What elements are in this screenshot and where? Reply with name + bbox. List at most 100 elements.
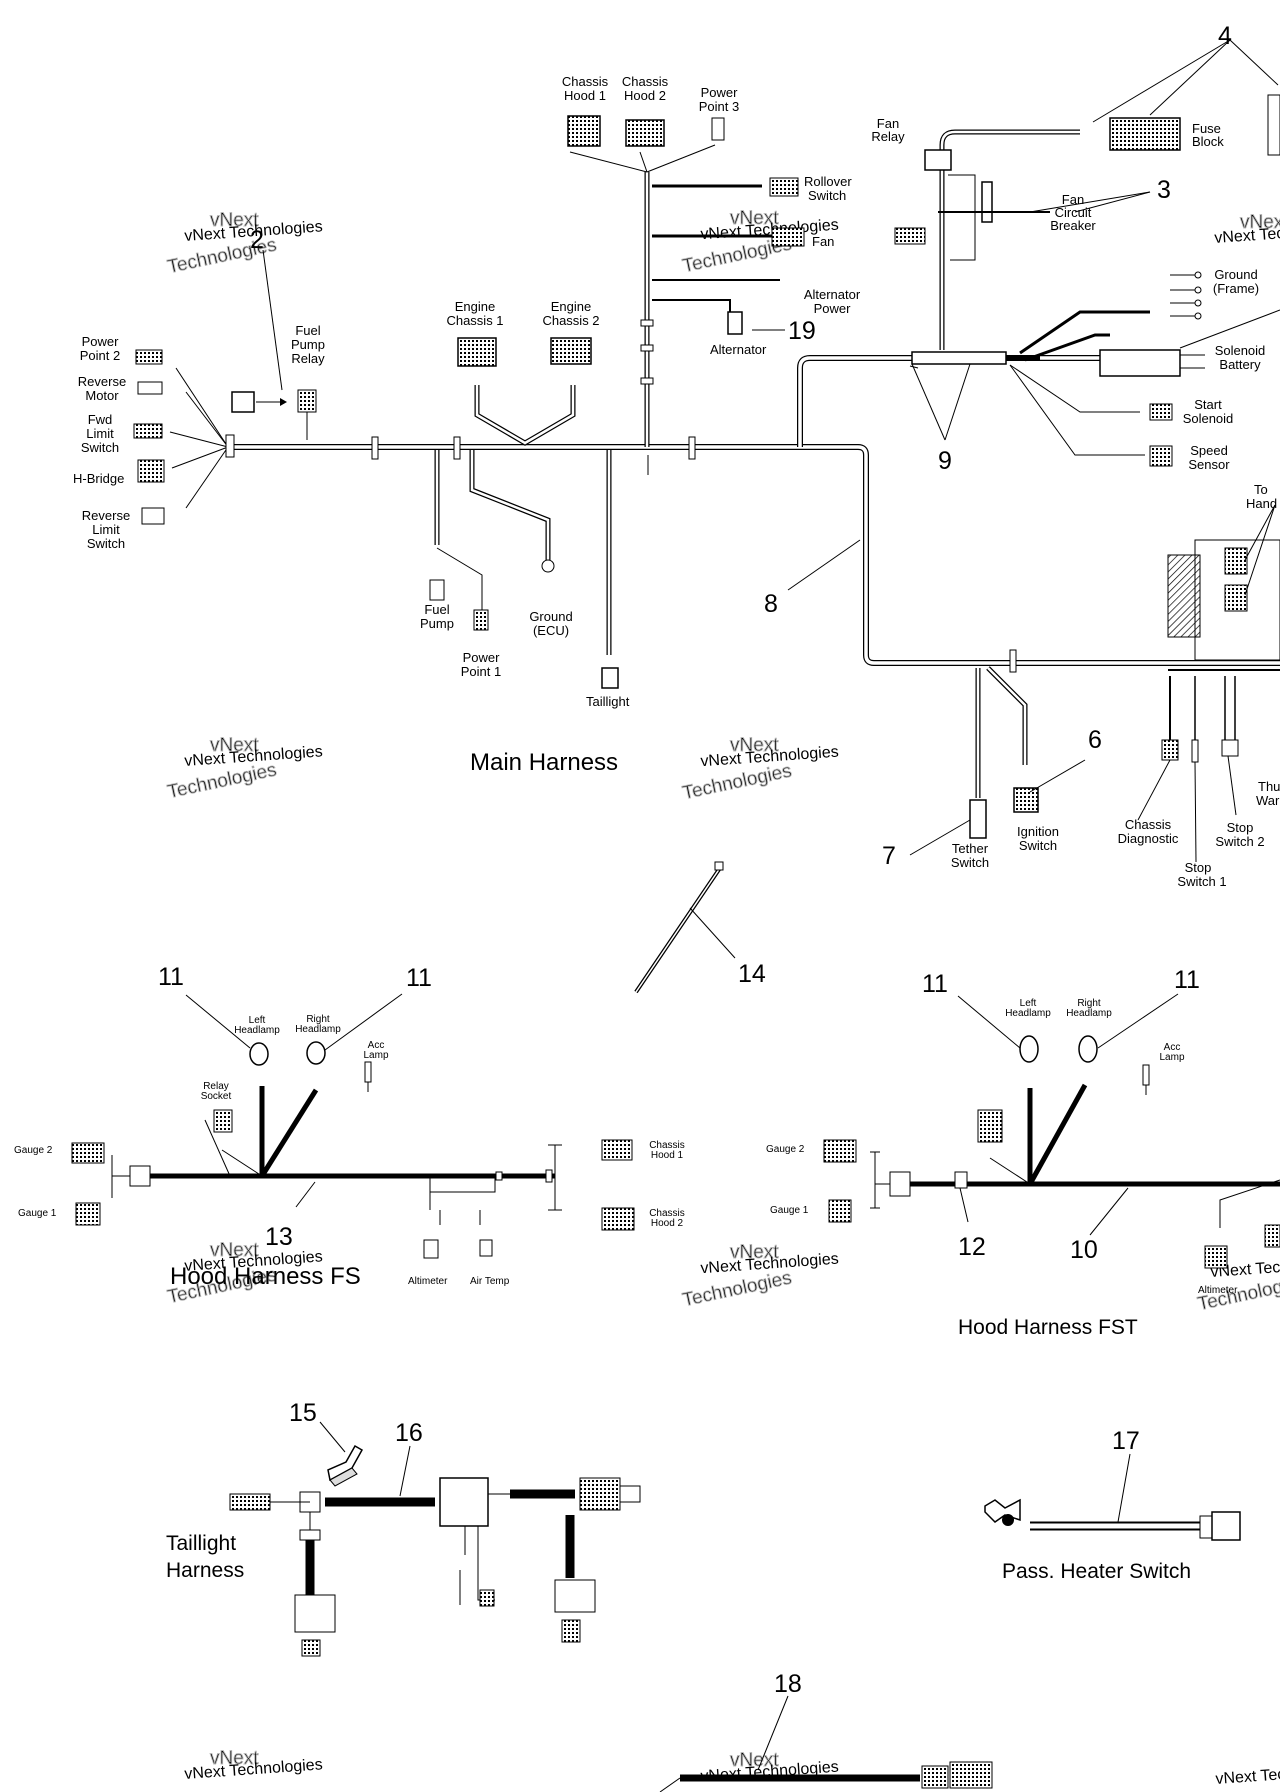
- label-fst-altimeter: Altimeter: [1198, 1285, 1238, 1296]
- label-fs-air-temp: Air Temp: [470, 1276, 510, 1287]
- watermark-3: vNext vNext Technologies: [1214, 212, 1280, 247]
- callout-10: 10: [1070, 1236, 1098, 1264]
- hood-fs-title: Hood Harness FS: [170, 1263, 361, 1290]
- label-fs-altimeter: Altimeter: [408, 1276, 448, 1287]
- watermark-4: vNext vNext Technologies Technologies: [165, 735, 323, 804]
- watermark-1: vNext vNext Technologies Technologies: [165, 210, 323, 279]
- harness-18: 18: [659, 1670, 993, 1792]
- svg-text:vNext: vNext: [210, 735, 259, 756]
- callout-2: 2: [250, 226, 264, 254]
- svg-text:vNext: vNext: [730, 1750, 779, 1771]
- main-harness: [133, 39, 1280, 863]
- callout-4: 4: [1218, 22, 1232, 50]
- callout-13: 13: [265, 1223, 293, 1251]
- callout-9: 9: [938, 447, 952, 475]
- svg-text:vNext Technologies: vNext Technologies: [1215, 1761, 1280, 1788]
- label-ground-frame: Ground(Frame): [1213, 267, 1259, 296]
- watermark-11: vNext Technologies: [1215, 1761, 1280, 1788]
- callout-17: 17: [1112, 1427, 1140, 1455]
- svg-text:vNext: vNext: [730, 735, 779, 756]
- pass-heater-switch: 17 Pass. Heater Switch: [984, 1427, 1241, 1583]
- svg-text:vNext: vNext: [1240, 212, 1280, 233]
- svg-text:vNext: vNext: [210, 1748, 259, 1769]
- tie-strap-14: 14: [634, 861, 766, 994]
- callout-8: 8: [764, 590, 778, 618]
- callout-19: 19: [788, 317, 816, 345]
- callout-3: 3: [1157, 176, 1171, 204]
- callout-11-fst-right: 11: [1174, 966, 1200, 994]
- watermark-9: vNext vNext Technologies: [184, 1748, 323, 1783]
- watermark-5: vNext vNext Technologies Technologies: [680, 735, 839, 805]
- callout-16: 16: [395, 1419, 423, 1447]
- svg-text:vNext: vNext: [730, 1242, 779, 1263]
- callout-15: 15: [289, 1399, 317, 1427]
- label-fst-gauge1: Gauge 1: [770, 1205, 809, 1216]
- hood-fst-title: Hood Harness FST: [958, 1316, 1138, 1339]
- label-ground-ecu: Ground(ECU): [529, 609, 572, 638]
- callout-7: 7: [882, 842, 896, 870]
- main-harness-title: Main Harness: [470, 749, 618, 776]
- callout-11-fst-left: 11: [922, 970, 948, 998]
- label-taillight: Taillight: [586, 694, 630, 709]
- callout-14: 14: [738, 960, 766, 988]
- svg-text:vNext: vNext: [210, 1240, 259, 1261]
- label-fs-gauge1: Gauge 1: [18, 1208, 57, 1219]
- callout-12: 12: [958, 1233, 986, 1261]
- callout-18: 18: [774, 1670, 802, 1698]
- label-fan: Fan: [812, 234, 834, 249]
- main-harness-trunk: [228, 444, 1280, 666]
- callout-11-fs-left: 11: [158, 963, 184, 991]
- hood-harness-fs: [71, 993, 635, 1259]
- callout-11-fs-right: 11: [406, 964, 432, 992]
- svg-text:vNext: vNext: [210, 210, 259, 231]
- watermark-7: vNext vNext Technologies Technologies: [680, 1242, 839, 1312]
- hood-harness-fst: [823, 993, 1280, 1269]
- pass-heater-title: Pass. Heater Switch: [1002, 1560, 1191, 1583]
- callout-6: 6: [1088, 726, 1102, 754]
- svg-text:vNext: vNext: [730, 208, 779, 229]
- label-fst-gauge2: Gauge 2: [766, 1144, 805, 1155]
